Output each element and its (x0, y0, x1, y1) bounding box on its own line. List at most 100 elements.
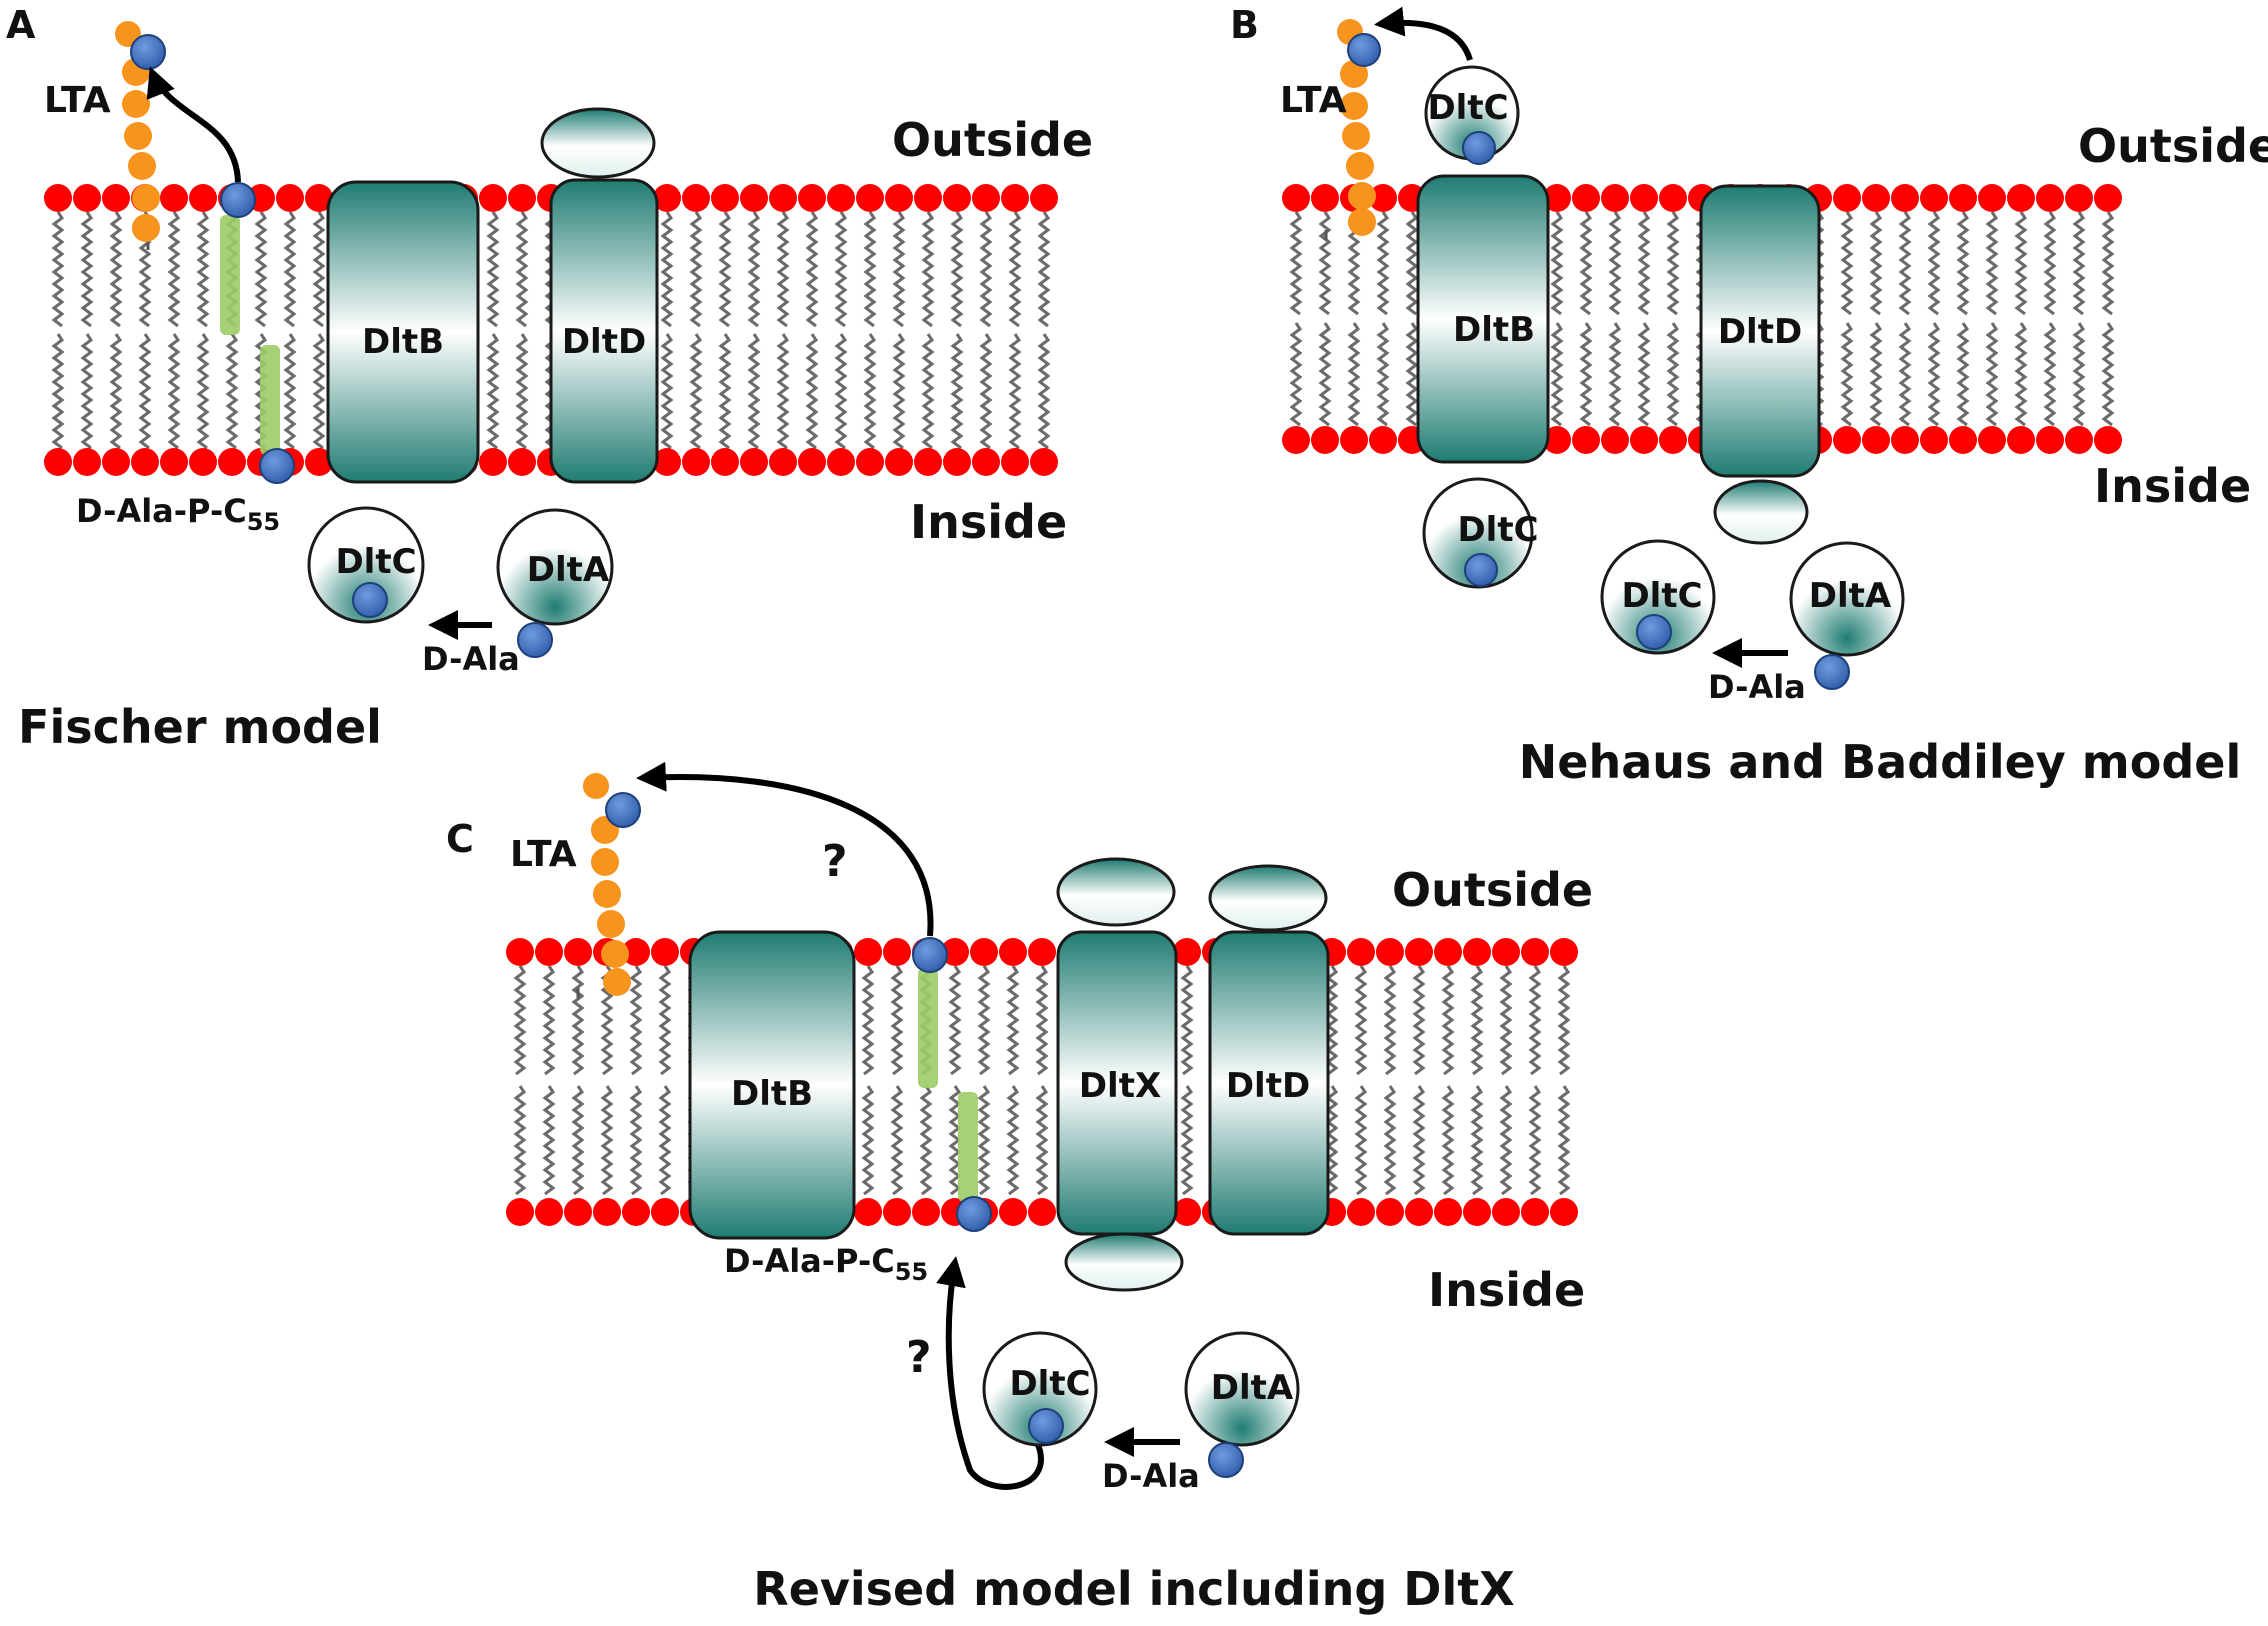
panel-b: B DltC LTA Outside Inside DltB (1230, 3, 2268, 789)
lipid-tail (1637, 211, 1651, 316)
lipid-headgroup (1862, 426, 1890, 454)
lipid-headgroup (1891, 426, 1919, 454)
lipid-headgroup (1173, 938, 1201, 966)
lta-chain-b (1324, 19, 1376, 240)
lipid-tail (1528, 1085, 1542, 1196)
lipid-tail (138, 333, 152, 450)
dltx-protein-c: DltX (1056, 857, 1184, 1292)
lipid-tail (486, 333, 500, 450)
lipid-tail (1869, 211, 1883, 316)
lipid-headgroup (622, 1198, 650, 1226)
lipid-tail (1927, 211, 1941, 316)
carrier-sub-a: 55 (247, 508, 280, 536)
lipid-headgroup (827, 184, 855, 212)
lipid-headgroup (2007, 184, 2035, 212)
lipid-tail (834, 333, 848, 450)
lipid-tail (196, 333, 210, 450)
lipid-headgroup (972, 448, 1000, 476)
lipid-headgroup (593, 1198, 621, 1226)
lipid-tail (979, 333, 993, 450)
lipid-headgroup (1630, 184, 1658, 212)
lipid-tail (51, 211, 65, 328)
dala-on-lta-a (130, 34, 166, 70)
lipid-headgroup (740, 448, 768, 476)
lipid-tail (1354, 965, 1368, 1076)
lipid-tail (515, 211, 529, 328)
lipid-tail (1666, 322, 1680, 427)
lipid-headgroup (1369, 426, 1397, 454)
dala-on-carrier-inner-a (259, 448, 295, 484)
panel-letter-b: B (1230, 3, 1259, 47)
lipid-headgroup (506, 1198, 534, 1226)
lipid-tail (1037, 333, 1051, 450)
lipid-headgroup (1659, 184, 1687, 212)
lipid-tail (80, 211, 94, 328)
dlta-label-b: DltA (1809, 576, 1892, 616)
lipid-headgroup (535, 938, 563, 966)
dala-on-dlta-b (1814, 654, 1850, 690)
outside-label-a: Outside (892, 113, 1093, 167)
dltc-protein-a: DltC (307, 506, 425, 624)
lipid-headgroup (1028, 1198, 1056, 1226)
lipid-headgroup (305, 448, 333, 476)
lipid-tail (1985, 211, 1999, 316)
lipid-tail (892, 333, 906, 450)
lipid-tail (861, 1085, 875, 1196)
lipid-headgroup (682, 448, 710, 476)
dala-on-dltc-c (1028, 1408, 1064, 1444)
inside-label-c: Inside (1428, 1263, 1585, 1317)
lipid-tail (513, 965, 527, 1076)
lipid-tail (109, 333, 123, 450)
lipid-tail (977, 1085, 991, 1196)
lipid-tail (948, 965, 962, 1076)
transfer-arrow-b (1374, 6, 1473, 61)
lipid-headgroup (914, 448, 942, 476)
lipid-tail (1405, 322, 1419, 427)
lipid-headgroup (189, 448, 217, 476)
dltc-out-protein-b: DltC (1424, 65, 1520, 165)
lipid-tail (776, 211, 790, 328)
lipid-headgroup (885, 448, 913, 476)
lipid-headgroup (883, 1198, 911, 1226)
lipid-headgroup (941, 938, 969, 966)
lipid-tail (109, 211, 123, 328)
caption-a: Fischer model (18, 700, 382, 754)
lipid-tail (1956, 322, 1970, 427)
dala-label-c: D-Ala (1102, 1457, 1200, 1495)
lipid-headgroup (2036, 184, 2064, 212)
dltd-label-c: DltD (1226, 1066, 1310, 1106)
lipid-tail (1383, 1085, 1397, 1196)
lipid-headgroup (1311, 426, 1339, 454)
lipid-tail (1006, 1085, 1020, 1196)
question-bottom-c: ? (906, 1332, 932, 1383)
lipid-tail (863, 333, 877, 450)
lipid-tail (1354, 1085, 1368, 1196)
lipid-tail (1289, 322, 1303, 427)
carrier-base-c: D-Ala-P-C (724, 1242, 895, 1280)
lipid-tail (515, 333, 529, 450)
lipid-headgroup (1630, 426, 1658, 454)
dala-label-b: D-Ala (1708, 668, 1806, 706)
dltb-label-a: DltB (362, 322, 444, 362)
lipid-tail (283, 333, 297, 450)
lipid-tail (1898, 322, 1912, 427)
dltx-label-c: DltX (1079, 1066, 1161, 1106)
lipid-headgroup (1463, 938, 1491, 966)
dltc-in1-label-b: DltC (1457, 510, 1538, 550)
lipid-headgroup (1862, 184, 1890, 212)
lipid-tail (1008, 333, 1022, 450)
lipid-headgroup (1030, 184, 1058, 212)
lipid-tail (921, 333, 935, 450)
lipid-tail (1528, 965, 1542, 1076)
lipid-headgroup (972, 184, 1000, 212)
panel-letter-c: C (446, 817, 474, 861)
dltc-label-c: DltC (1009, 1364, 1090, 1404)
lipid-tail (805, 333, 819, 450)
lipid-headgroup (1833, 426, 1861, 454)
lipid-headgroup (854, 1198, 882, 1226)
dala-on-dlta-a (517, 622, 553, 658)
lipid-headgroup (1601, 184, 1629, 212)
lipid-tail (1470, 965, 1484, 1076)
dltb-protein-a: DltB (326, 180, 480, 484)
lipid-headgroup (711, 184, 739, 212)
